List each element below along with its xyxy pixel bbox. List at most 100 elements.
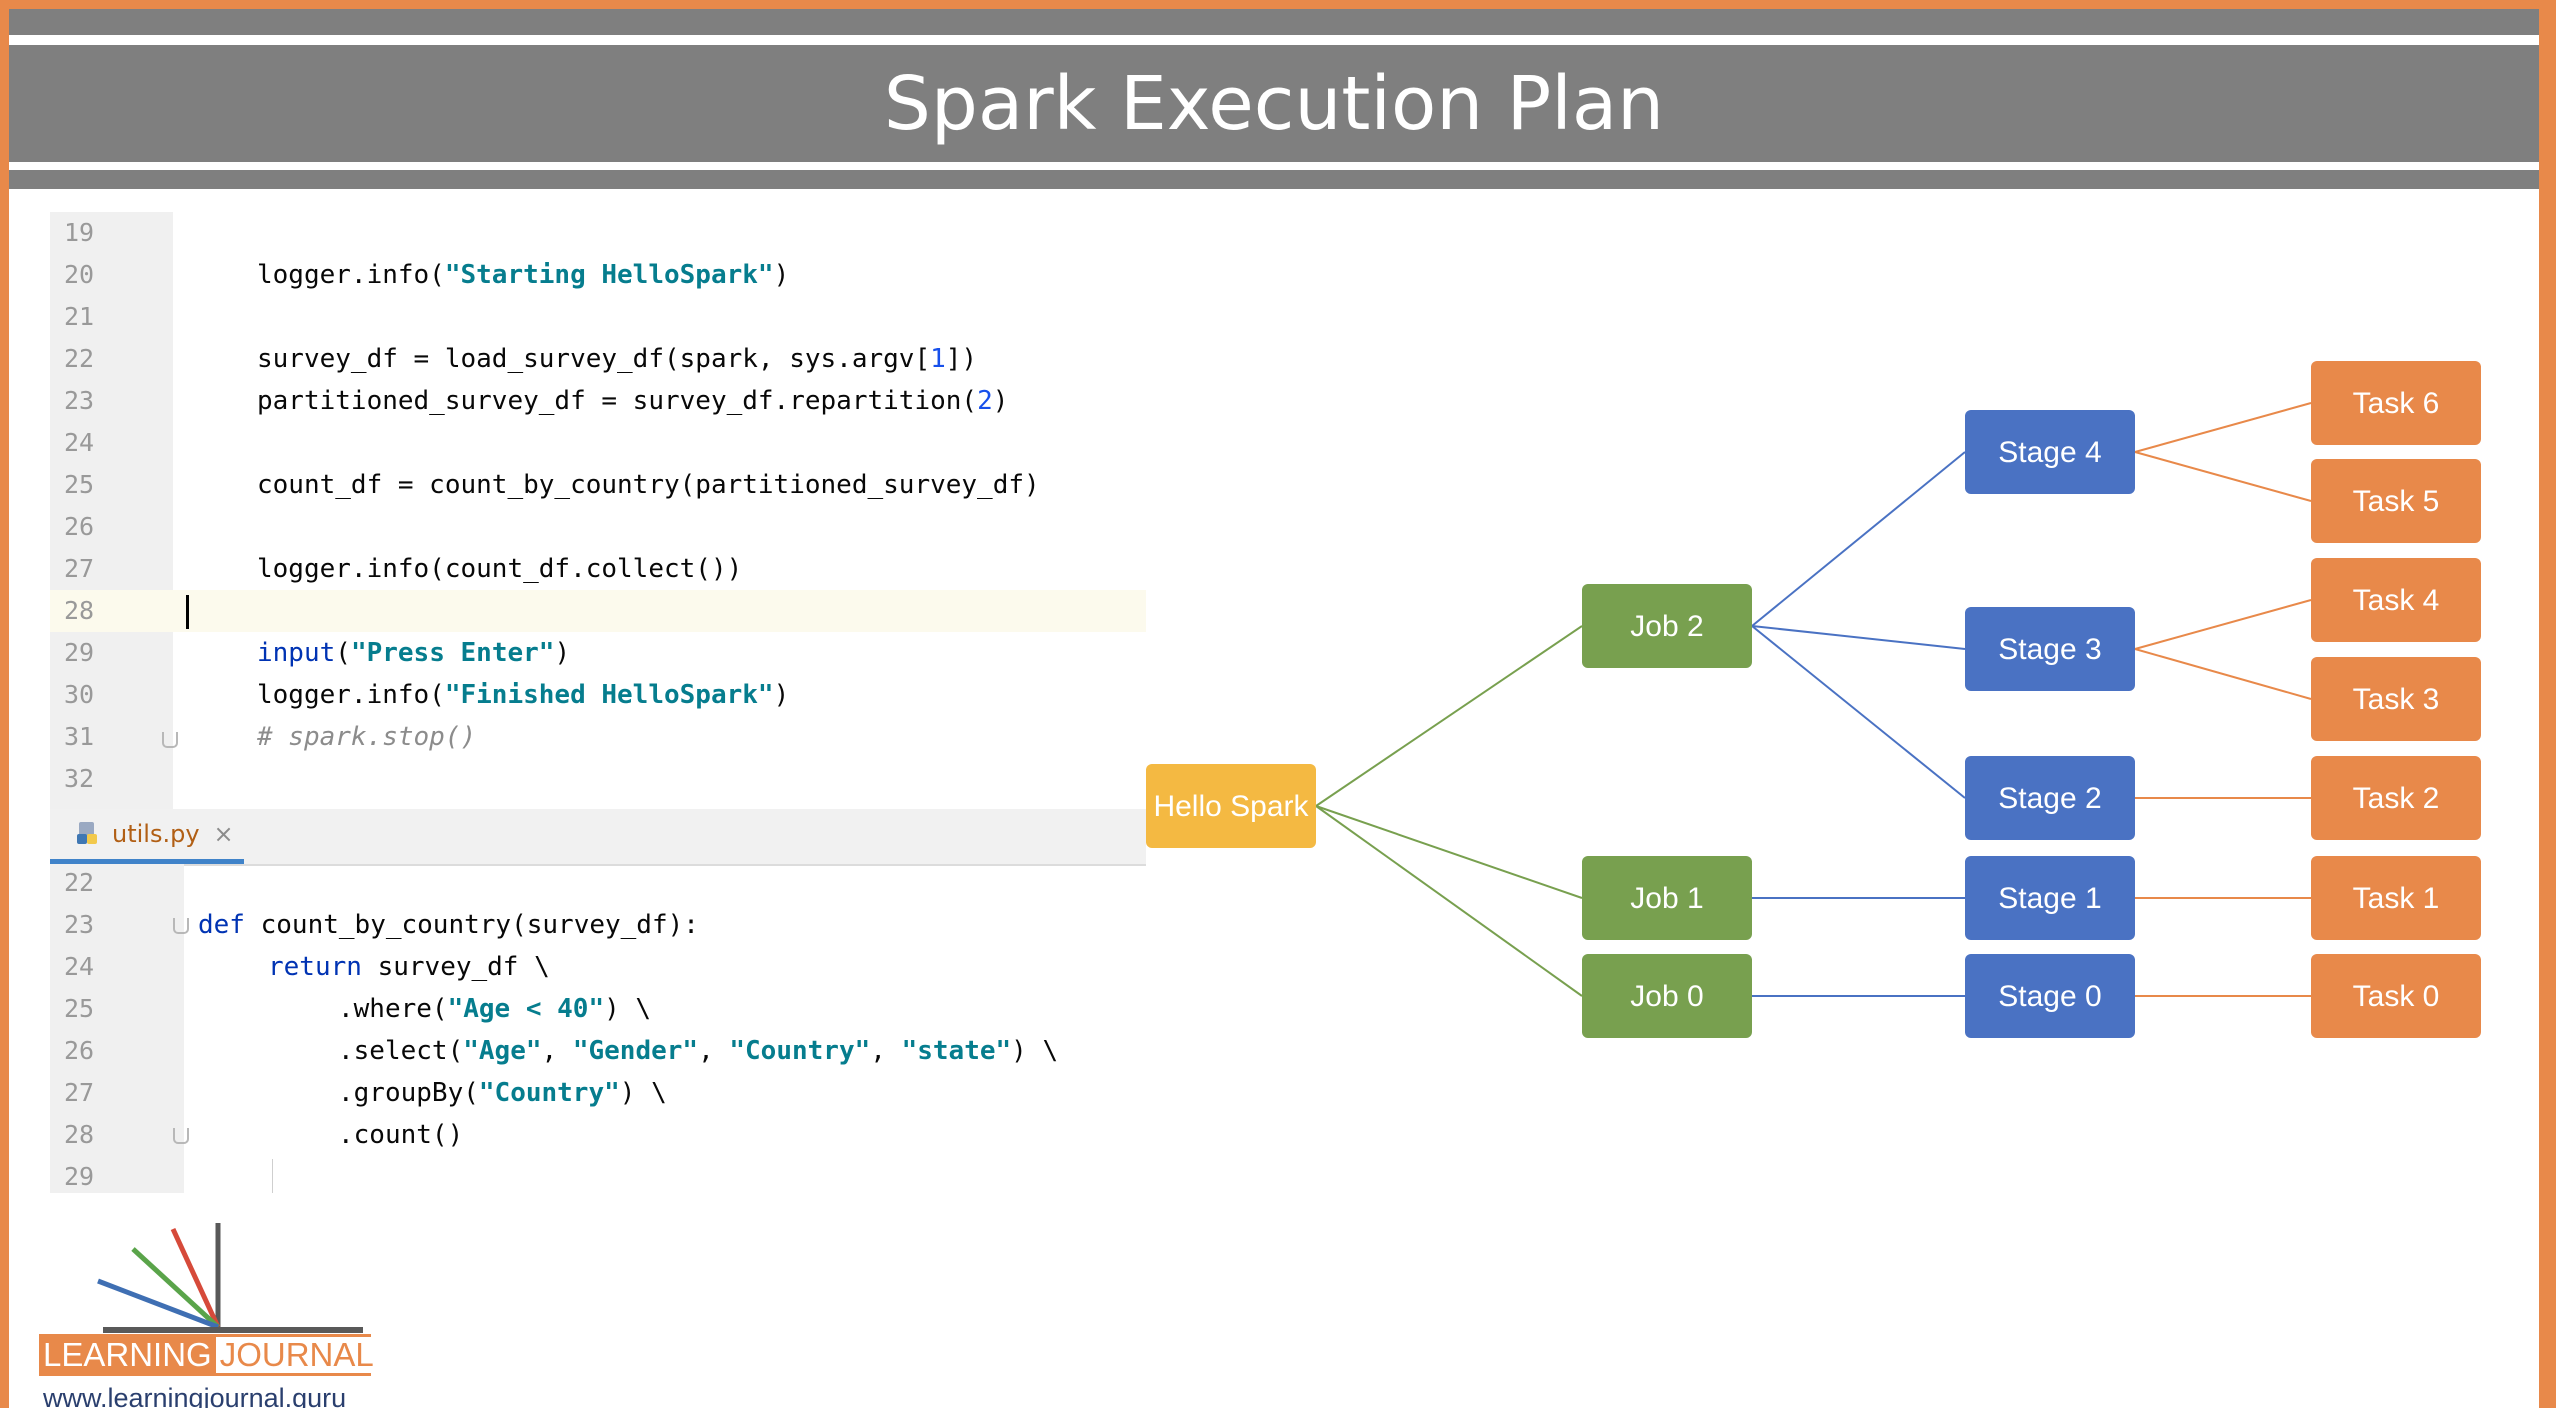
logo-wordmark: LEARNING JOURNAL xyxy=(39,1334,378,1376)
code-line: 32 xyxy=(50,758,1146,800)
code-line: 25 count_df = count_by_country(partition… xyxy=(50,464,1146,506)
line-number: 26 xyxy=(64,1036,95,1065)
node-job-2: Job 2 xyxy=(1582,584,1752,668)
line-number: 25 xyxy=(64,994,95,1023)
code-line: 24 xyxy=(50,422,1146,464)
node-label: Task 5 xyxy=(2353,485,2440,518)
edge-job2-stage4 xyxy=(1751,451,1966,627)
node-task-0: Task 0 xyxy=(2311,954,2481,1038)
code-line: 26 .select("Age", "Gender", "Country", "… xyxy=(50,1030,1146,1072)
logo-word-learning: LEARNING xyxy=(43,1336,212,1373)
line-number: 24 xyxy=(64,428,95,457)
line-number: 28 xyxy=(64,1120,95,1149)
edge-stage4-task6 xyxy=(2134,402,2312,453)
node-label: Task 6 xyxy=(2353,387,2440,420)
code-line: 22 survey_df = load_survey_df(spark, sys… xyxy=(50,338,1146,380)
code-text: .count() xyxy=(338,1120,464,1150)
code-comment: # spark.stop() xyxy=(257,722,477,752)
code-line: 24 return survey_df \ xyxy=(50,946,1146,988)
node-task-5: Task 5 xyxy=(2311,459,2481,543)
edge-stage3-task4 xyxy=(2134,599,2312,650)
page-title: Spark Execution Plan xyxy=(883,60,1665,147)
text-caret xyxy=(186,595,189,629)
fold-icon[interactable] xyxy=(173,1128,189,1144)
node-stage-1: Stage 1 xyxy=(1965,856,2135,940)
node-label: Hello Spark xyxy=(1153,790,1309,823)
node-task-3: Task 3 xyxy=(2311,657,2481,741)
code-line: 22 xyxy=(50,862,1146,904)
header-bottom-stripe xyxy=(9,162,2539,170)
current-code-line[interactable]: 28 xyxy=(50,590,1146,632)
learning-journal-logo: LEARNING JOURNAL www.learningjournal.gur… xyxy=(33,1209,393,1408)
node-stage-3: Stage 3 xyxy=(1965,607,2135,691)
slide: Spark Execution Plan 19 20 logger.info("… xyxy=(9,9,2539,1408)
line-number: 21 xyxy=(64,302,95,331)
line-number: 24 xyxy=(64,952,95,981)
code-text: logger.info(count_df.collect()) xyxy=(257,554,743,584)
code-line: 31 # spark.stop() xyxy=(50,716,1146,758)
code-line: 21 xyxy=(50,296,1146,338)
line-number: 27 xyxy=(64,554,95,583)
node-job-1: Job 1 xyxy=(1582,856,1752,940)
code-text: def count_by_country(survey_df): xyxy=(198,910,699,940)
header-bottom-bar xyxy=(9,170,2539,189)
code-line: 27 logger.info(count_df.collect()) xyxy=(50,548,1146,590)
node-label: Stage 4 xyxy=(1998,436,2101,469)
edge-app-job0 xyxy=(1315,805,1583,997)
node-label: Job 0 xyxy=(1630,980,1703,1013)
tab-utils-py[interactable]: utils.py × xyxy=(50,809,244,864)
code-line: 29 input("Press Enter") xyxy=(50,632,1146,674)
node-label: Stage 0 xyxy=(1998,980,2101,1013)
line-number: 30 xyxy=(64,680,95,709)
code-editor-main: 19 20 logger.info("Starting HelloSpark")… xyxy=(50,212,1146,809)
line-number: 22 xyxy=(64,868,95,897)
line-number: 29 xyxy=(64,1162,95,1191)
code-text: .groupBy("Country") \ xyxy=(338,1078,667,1108)
node-label: Task 3 xyxy=(2353,683,2440,716)
logo-rays-icon xyxy=(97,1223,363,1333)
node-hello-spark: Hello Spark xyxy=(1146,764,1316,848)
node-job-0: Job 0 xyxy=(1582,954,1752,1038)
node-label: Task 2 xyxy=(2353,782,2440,815)
header-top-bar xyxy=(9,9,2539,35)
code-text: return survey_df \ xyxy=(268,952,550,982)
node-label: Task 0 xyxy=(2353,980,2440,1013)
node-task-2: Task 2 xyxy=(2311,756,2481,840)
line-number: 28 xyxy=(64,596,95,625)
code-text: input("Press Enter") xyxy=(257,638,571,668)
code-text: survey_df = load_survey_df(spark, sys.ar… xyxy=(257,344,978,374)
node-label: Job 2 xyxy=(1630,610,1703,643)
code-line: 30 logger.info("Finished HelloSpark") xyxy=(50,674,1146,716)
node-label: Stage 1 xyxy=(1998,882,2101,915)
line-number: 19 xyxy=(64,218,95,247)
line-number-gutter xyxy=(50,212,173,809)
line-number: 26 xyxy=(64,512,95,541)
code-line: 20 logger.info("Starting HelloSpark") xyxy=(50,254,1146,296)
node-task-1: Task 1 xyxy=(2311,856,2481,940)
editor-tab-bar: utils.py × xyxy=(50,809,1146,866)
line-number: 22 xyxy=(64,344,95,373)
node-stage-2: Stage 2 xyxy=(1965,756,2135,840)
code-line: 19 xyxy=(50,212,1146,254)
edge-app-job1 xyxy=(1315,805,1583,899)
fold-icon[interactable] xyxy=(162,732,178,748)
node-task-4: Task 4 xyxy=(2311,558,2481,642)
indent-guide xyxy=(272,1159,273,1193)
code-line: 27 .groupBy("Country") \ xyxy=(50,1072,1146,1114)
node-label: Job 1 xyxy=(1630,882,1703,915)
code-line: 29 xyxy=(50,1156,1146,1193)
code-text: logger.info("Finished HelloSpark") xyxy=(257,680,790,710)
tab-label: utils.py xyxy=(112,820,200,848)
node-stage-4: Stage 4 xyxy=(1965,410,2135,494)
fold-icon[interactable] xyxy=(173,918,189,934)
code-text: .select("Age", "Gender", "Country", "sta… xyxy=(338,1036,1059,1066)
header-top-stripe xyxy=(9,35,2539,45)
logo-word-journal: JOURNAL xyxy=(215,1337,378,1373)
tab-close-icon[interactable]: × xyxy=(213,820,234,848)
python-file-icon xyxy=(77,822,97,844)
code-line: 25 .where("Age < 40") \ xyxy=(50,988,1146,1030)
line-number-gutter xyxy=(50,864,184,1193)
title-band: Spark Execution Plan xyxy=(9,45,2539,162)
line-number: 23 xyxy=(64,910,95,939)
code-text: partitioned_survey_df = survey_df.repart… xyxy=(257,386,1009,416)
